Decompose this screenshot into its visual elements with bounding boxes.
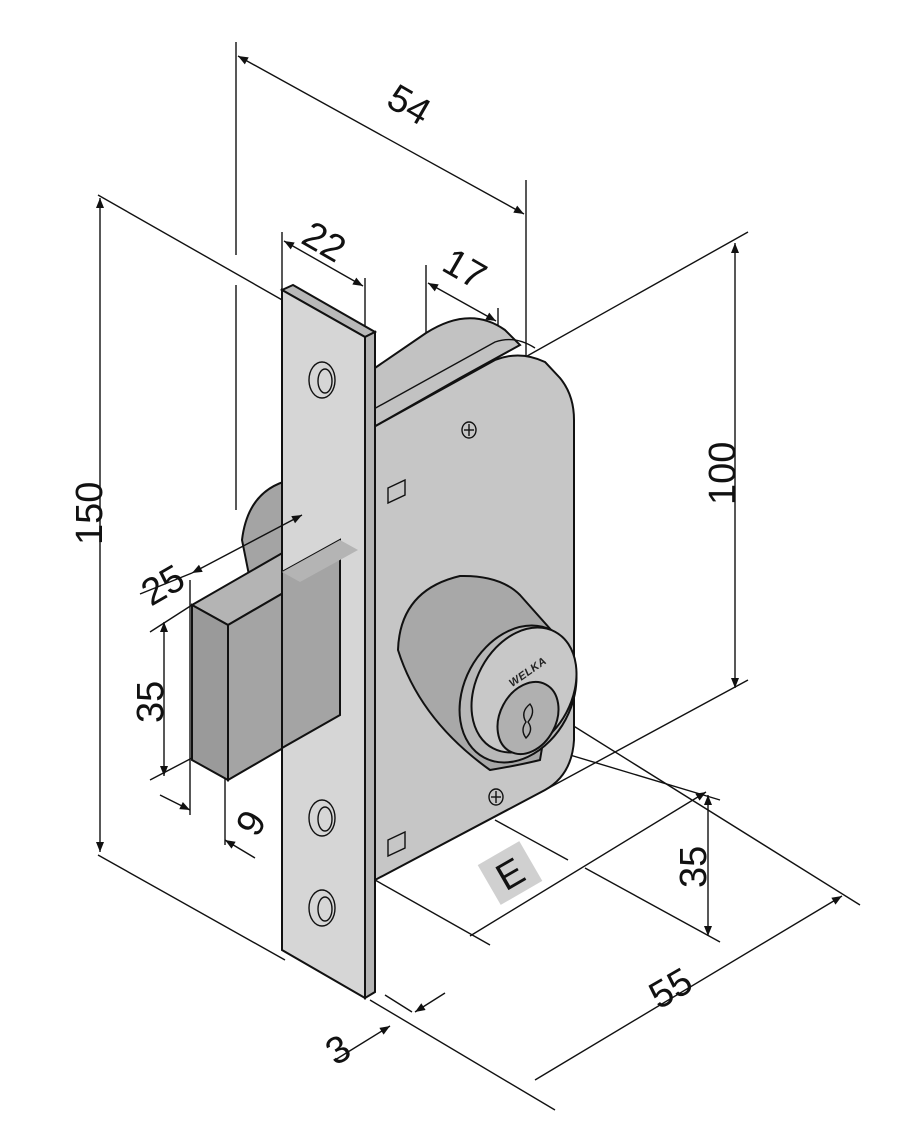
bolt-side-left <box>191 603 229 782</box>
extension-lines <box>97 42 861 1111</box>
dim-line-54 <box>237 55 525 215</box>
screw-top-icon <box>461 421 477 439</box>
dim-line-55 <box>534 895 843 1081</box>
dimension-lines <box>96 55 843 1081</box>
faceplate <box>279 283 378 1000</box>
dim-label-backset-height: 35 <box>673 846 715 888</box>
dim-label-bolt-throw: 25 <box>134 557 192 615</box>
dim-line-17 <box>427 282 497 322</box>
faceplate-edge <box>364 330 376 1000</box>
backset-e-badge: E <box>477 841 543 905</box>
keyhole-icon <box>522 703 534 740</box>
faceplate-hole-bottom-icon <box>308 889 336 927</box>
cylinder: WELKA <box>396 574 578 772</box>
dim-line-3-b <box>414 992 446 1013</box>
dim-label-faceplate-height: 150 <box>69 482 111 545</box>
dim-label-faceplate-thickness: 3 <box>319 1027 358 1074</box>
dim-label-body-height: 100 <box>702 442 744 505</box>
dim-line-backset <box>469 791 707 937</box>
dim-label-body-depth: 55 <box>642 960 700 1018</box>
dim-label-faceplate-width: 22 <box>295 214 353 272</box>
dim-label-overall-depth: 54 <box>380 77 438 135</box>
dim-line-3-a <box>334 1025 391 1061</box>
dim-label-bolt-height: 35 <box>130 681 172 723</box>
dim-line-25 <box>191 514 303 574</box>
screw-bottom-icon <box>488 788 504 806</box>
dim-label-bolt-thickness: 9 <box>228 804 275 843</box>
case-slot-bottom <box>387 830 406 858</box>
faceplate-hole-mid-icon <box>308 799 336 837</box>
dim-line-9-a <box>159 794 191 811</box>
faceplate-hole-top-icon <box>308 361 336 399</box>
dim-label-body-offset: 17 <box>435 241 493 299</box>
cylinder-plug <box>496 680 560 756</box>
dim-line-22 <box>283 240 364 287</box>
dim-line-9-b <box>224 839 256 859</box>
case-slot-top <box>387 478 406 505</box>
